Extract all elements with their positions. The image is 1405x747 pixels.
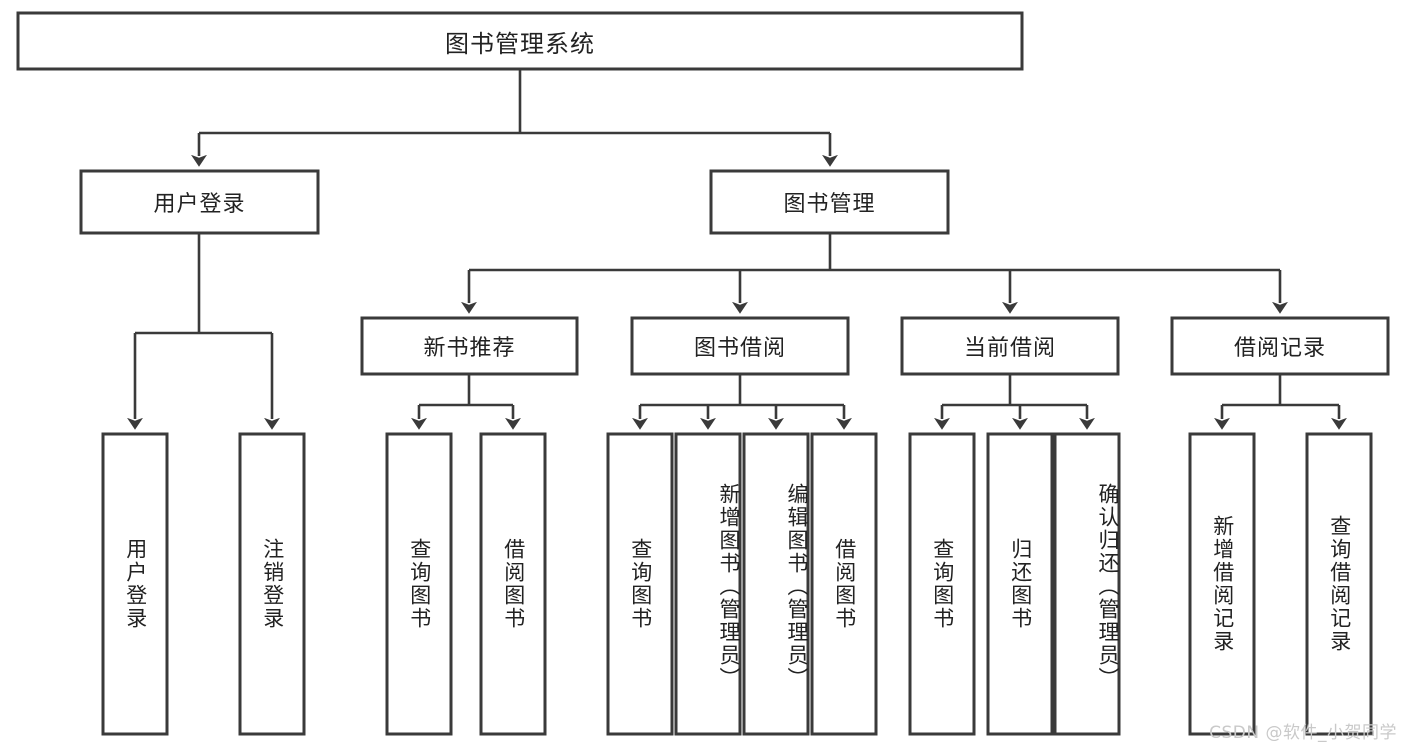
leaf-box-5[interactable] xyxy=(674,432,742,736)
node-box-user-login[interactable] xyxy=(79,169,320,235)
node-box-book-borrow[interactable] xyxy=(630,316,850,376)
connector-group-root-to-level2 xyxy=(191,69,838,167)
connector-group-current-to-leaves xyxy=(934,374,1095,430)
connector-group-new-book-to-leaves xyxy=(411,374,521,430)
leaf-box-12[interactable] xyxy=(1305,432,1373,736)
leaf-box-1[interactable] xyxy=(238,432,306,736)
csdn-watermark: CSDN @软件_小贺同学 xyxy=(1209,723,1397,743)
leaf-box-7[interactable] xyxy=(810,432,878,736)
node-box-new-book-recommend[interactable] xyxy=(360,316,579,376)
leaf-box-2[interactable] xyxy=(385,432,453,736)
connector-group-book-manage-to-level3 xyxy=(461,233,1288,314)
leaf-box-4[interactable] xyxy=(606,432,674,736)
node-box-borrow-record[interactable] xyxy=(1170,316,1390,376)
leaf-box-0[interactable] xyxy=(101,432,169,736)
connector-group-user-login-to-leaves xyxy=(127,233,280,430)
leaf-box-8[interactable] xyxy=(908,432,976,736)
connector-group-borrow-to-leaves xyxy=(632,374,852,430)
leaf-box-11[interactable] xyxy=(1188,432,1256,736)
connector-group-record-to-leaves xyxy=(1214,374,1347,430)
leaf-box-3[interactable] xyxy=(479,432,547,736)
node-box-current-borrow[interactable] xyxy=(900,316,1120,376)
node-box-root[interactable] xyxy=(16,11,1024,71)
leaf-box-10[interactable] xyxy=(1053,432,1121,736)
node-box-book-manage[interactable] xyxy=(709,169,950,235)
leaf-box-6[interactable] xyxy=(742,432,810,736)
leaf-box-9[interactable] xyxy=(986,432,1054,736)
